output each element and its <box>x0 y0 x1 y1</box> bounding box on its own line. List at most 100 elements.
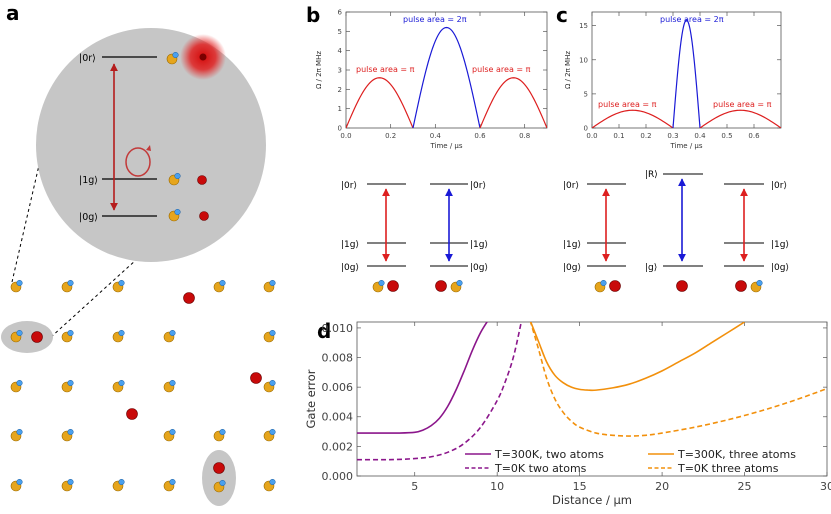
x-tick-label: 0.2 <box>385 132 396 140</box>
atom-electron <box>67 478 74 486</box>
panel-label-d: d <box>317 319 331 343</box>
atom-electron <box>16 478 23 486</box>
atom-electron <box>16 379 23 387</box>
x-tick-label: 15 <box>573 480 587 493</box>
atom-red <box>387 280 399 292</box>
cycle-loop-icon <box>125 147 151 177</box>
atom-electron <box>16 329 23 337</box>
x-tick-label: 0.4 <box>694 132 706 140</box>
atom-electron <box>67 428 74 436</box>
atom-electron <box>67 329 74 337</box>
atom-electron <box>169 329 176 337</box>
atom-red <box>609 280 621 292</box>
y-tick-label: 2 <box>338 86 342 94</box>
level-label: |1g⟩ <box>79 175 98 186</box>
atom-electron <box>174 172 181 180</box>
data-group <box>357 322 827 461</box>
y-tick-label: 1 <box>338 105 342 113</box>
highlight-ellipse <box>202 450 236 506</box>
atom-electron <box>219 479 226 487</box>
series-line <box>479 77 547 128</box>
level-label: |0r⟩ <box>341 181 357 191</box>
level-label: |1g⟩ <box>771 240 789 250</box>
atom-red <box>676 280 688 292</box>
atom-electron <box>219 279 226 287</box>
y-tick-label: 5 <box>338 28 342 36</box>
atom-red <box>213 462 225 474</box>
rydberg-core <box>199 53 207 61</box>
x-tick-label: 25 <box>738 480 752 493</box>
level-label: |0g⟩ <box>470 263 488 273</box>
series-line <box>346 77 414 128</box>
series-line <box>357 322 488 434</box>
x-tick-label: 0.4 <box>430 132 442 140</box>
chart-c-pulse-labels: pulse area = π pulse area = 2π pulse are… <box>598 15 772 109</box>
panel-label-b: b <box>306 3 320 27</box>
atom-red <box>250 372 262 384</box>
y-tick-label: 0 <box>584 125 588 133</box>
x-tick-label: 0.6 <box>474 132 486 140</box>
atom-electron <box>174 208 181 216</box>
atoms-panel-a <box>1 51 276 506</box>
atom-electron <box>219 428 226 436</box>
atom-electron <box>269 379 276 387</box>
panel-b-levels: |0r⟩ |1g⟩ |0g⟩ |0r⟩ |1g⟩ |0g⟩ <box>341 181 488 273</box>
atom-electron <box>169 478 176 486</box>
level-label: |1g⟩ <box>341 240 359 250</box>
y-tick-label: 0.006 <box>322 381 354 394</box>
atom-electron <box>456 279 463 287</box>
level-label: |1g⟩ <box>563 240 581 250</box>
pulse-label-2: pulse area = 2π <box>660 15 724 24</box>
panel-c-levels: |0r⟩ |1g⟩ |0g⟩ |R⟩ |g⟩ |0r⟩ |1g⟩ |0g⟩ <box>563 170 789 273</box>
chart-b-pulse-labels: pulse area = π pulse area = 2π pulse are… <box>356 15 531 74</box>
x-tick-label: 0.0 <box>340 132 351 140</box>
series-line <box>672 19 701 128</box>
atom-electron <box>600 279 607 287</box>
atom-electron <box>756 279 763 287</box>
level-label: |g⟩ <box>645 263 657 273</box>
series-line <box>412 26 481 128</box>
atom-red <box>183 292 195 304</box>
y-axis-label: Ω / 2π MHz <box>564 51 572 89</box>
y-tick-label: 0.010 <box>322 322 354 335</box>
pulse-label-2: pulse area = 2π <box>403 15 467 24</box>
x-tick-label: 0.1 <box>613 132 624 140</box>
atom-red <box>735 280 747 292</box>
atom-electron <box>169 428 176 436</box>
x-tick-label: 0.6 <box>748 132 760 140</box>
atom-red <box>199 211 209 221</box>
y-tick-label: 0.000 <box>322 470 354 483</box>
y-tick-label: 10 <box>579 56 588 64</box>
x-tick-label: 10 <box>490 480 504 493</box>
x-tick-label: 0.0 <box>586 132 597 140</box>
level-label: |0g⟩ <box>563 263 581 273</box>
atom-electron <box>378 279 385 287</box>
series-line <box>357 322 523 461</box>
y-tick-label: 0.004 <box>322 411 354 424</box>
level-label: |0g⟩ <box>341 263 359 273</box>
atom-red <box>435 280 447 292</box>
highlight-ellipse <box>1 321 53 353</box>
data-group <box>346 26 547 128</box>
y-axis-label: Gate error <box>304 369 318 428</box>
series-line <box>529 322 745 392</box>
x-tick-label: 0.2 <box>640 132 651 140</box>
x-tick-label: 5 <box>411 480 418 493</box>
x-axis-label: Distance / μm <box>552 493 632 507</box>
zoom-ellipse <box>36 28 266 262</box>
x-axis-label: Time / μs <box>429 142 462 150</box>
legend-label: T=0K two atoms <box>494 462 587 475</box>
atom-electron <box>269 478 276 486</box>
pulse-label-1: pulse area = π <box>356 65 415 74</box>
atom-electron <box>118 279 125 287</box>
plot-frame <box>356 321 828 477</box>
y-tick-label: 6 <box>338 9 343 17</box>
y-tick-label: 15 <box>579 22 588 30</box>
series-line <box>699 109 781 128</box>
atom-electron <box>67 279 74 287</box>
level-label: |0r⟩ <box>771 181 787 191</box>
atom-red <box>197 175 207 185</box>
